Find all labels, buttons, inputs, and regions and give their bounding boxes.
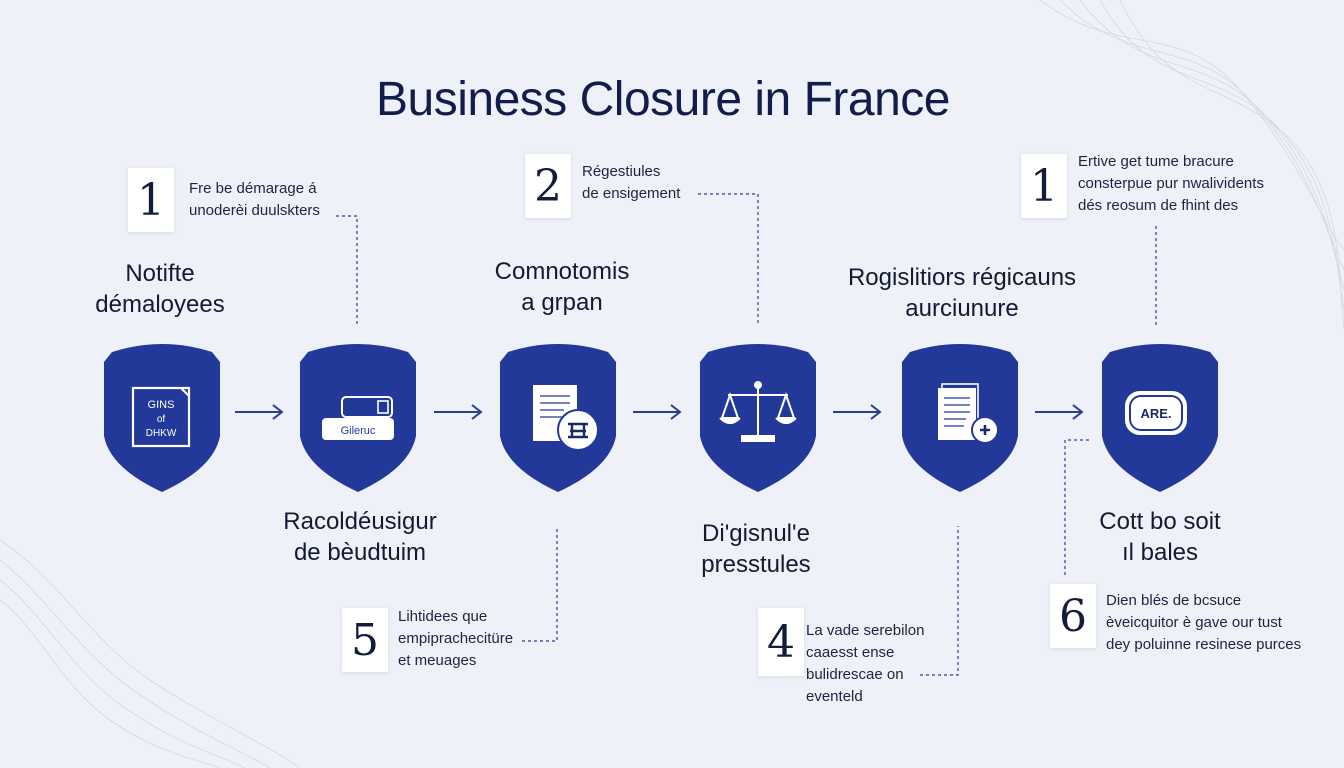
callout-line: caaesst ense [806,644,895,661]
callout-line: bulidrescae on [806,666,904,683]
callout-line: consterpue pur nwalividents [1078,175,1264,192]
callout-line: empiprachecitüre [398,630,514,647]
label-line: Comnotomis [494,258,630,285]
label-line: démaloyees [95,291,225,318]
label-line: Racoldéusigur [283,508,437,535]
badge-icon: ARE. [1125,391,1187,435]
step-4-shield [698,340,818,494]
icon-text-line-1: ARE. [1140,406,1171,421]
callout-3-number: 1 [1021,154,1067,218]
callout-line: Lihtidees que [398,608,488,625]
arrow-1-to-2 [235,404,284,420]
callout-line: Dien blés de bcsuce [1106,592,1242,609]
label-line: de bèudtuim [293,539,427,566]
document-icon: GINS of DHKW [131,386,191,448]
label-line: Notifte [125,260,195,287]
callout-line: de ensigement [582,185,681,202]
callout-line: Ertive get tume bracure [1078,153,1234,170]
label-line: Rogislitiors régicauns [847,264,1077,291]
callout-line: La vade serebilon [806,622,925,639]
label-line: Cott bo soit [1099,508,1221,535]
step-2-label: Racoldéusigur de bèudtuim [260,506,460,568]
callout-line: dés reosum de fhint des [1078,197,1239,214]
callout-line: èveicquitor è gave our tust [1106,614,1282,631]
callout-1-text: Fre be démarage á unoderèi duulskters [189,178,320,222]
callout-4-number: 4 [758,608,804,676]
arrow-5-to-6 [1035,404,1084,420]
label-line: ıl bales [1121,539,1199,566]
document-stamp-icon [533,385,599,451]
callout-line: unoderèi duulskters [189,202,320,219]
label-line: presstules [701,551,811,578]
step-5-shield [900,340,1020,494]
icon-text-line-1: Gileruc [341,425,376,437]
callout-line: Régestiules [582,163,661,180]
arrow-2-to-3 [434,404,483,420]
icon-text-line-3: DHKW [146,428,177,439]
callout-2-number: 2 [525,154,571,218]
callout-3-text: Ertive get tume bracure consterpue pur n… [1078,151,1264,217]
arrow-3-to-4 [633,404,682,420]
step-5-label: Rogislitiors régicauns aurciunure [812,262,1112,324]
icon-text-line-2: of [157,414,166,425]
step-6-shield: ARE. [1100,340,1220,494]
callout-1-number: 1 [128,168,174,232]
card-icon: Gileruc [322,396,394,440]
callout-line: eventeld [806,688,863,705]
step-6-label: Cott bo soit ıl bales [1060,506,1260,568]
callout-2-text: Régestiules de ensigement [582,161,680,205]
callout-line: et meuages [398,652,477,669]
page-title: Business Closure in France [376,73,950,127]
step-3-shield [498,340,618,494]
icon-text-line-1: GINS [148,399,175,411]
step-1-label: Notifte démaloyees [60,258,260,320]
callout-4-text: La vade serebilon caaesst ense bulidresc… [806,620,924,708]
step-3-label: Comnotomis a grpan [462,256,662,318]
callout-5-number: 5 [342,608,388,672]
callout-6-text: Dien blés de bcsuce èveicquitor è gave o… [1106,590,1301,656]
arrow-4-to-5 [833,404,882,420]
callout-line: Fre be démarage á [189,180,317,197]
step-1-shield: GINS of DHKW [102,340,222,494]
step-2-shield: Gileruc [298,340,418,494]
step-4-label: Di'gisnul'e presstules [656,518,856,580]
callout-5-text: Lihtidees que empiprachecitüre et meuage… [398,606,513,672]
callout-line: dey poluinne resinese purces [1106,636,1302,653]
document-plus-icon [938,383,999,444]
label-line: Di'gisnul'e [702,520,810,547]
label-line: aurciunure [905,295,1019,322]
label-line: a grpan [521,289,603,316]
callout-6-number: 6 [1050,584,1096,648]
scales-icon [719,381,797,442]
